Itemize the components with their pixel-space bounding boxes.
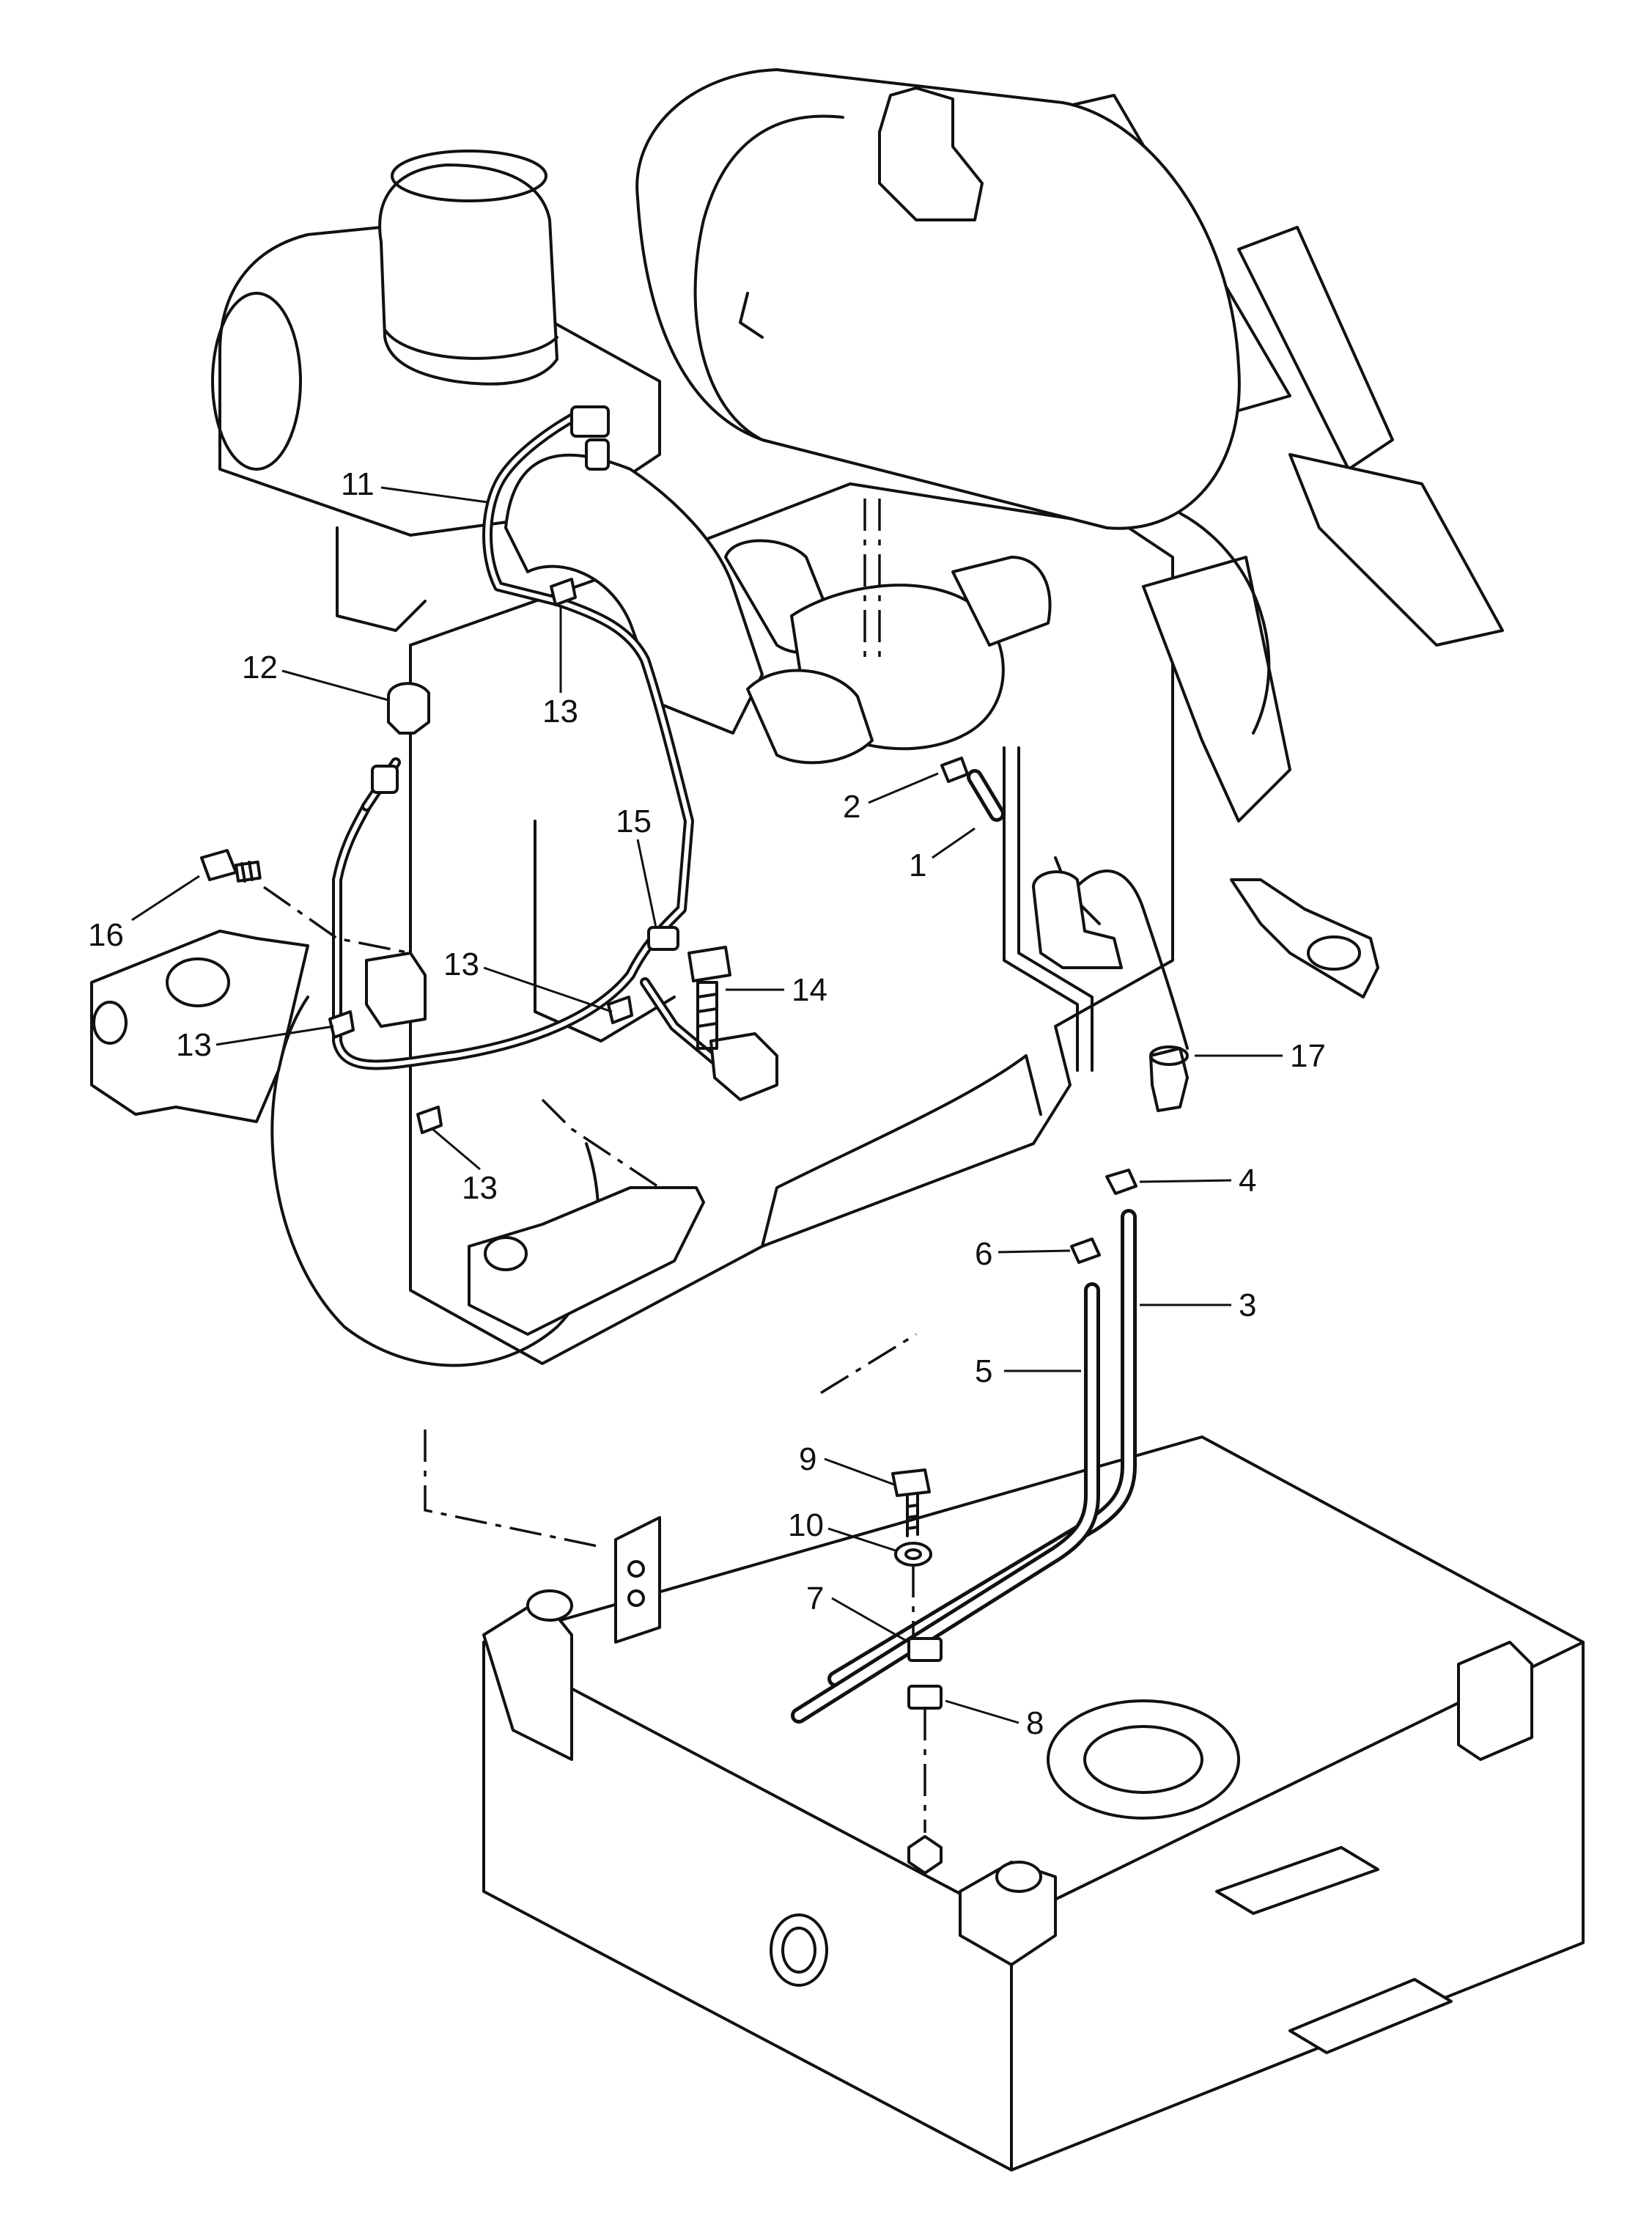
bolt-9: [891, 1468, 931, 1537]
callout-4: 4: [1239, 1163, 1256, 1199]
engine-mount-right: [1230, 878, 1379, 999]
tank-handle-1: [1215, 1846, 1379, 1915]
callout-labels: 1 2 3 4 5 6 7 8 9 10 11 12 13: [88, 466, 1326, 1741]
tank-body: [482, 1435, 1585, 2171]
callout-1: 1: [909, 847, 926, 883]
harness-clamp-13b: [607, 996, 633, 1024]
callout-14: 14: [792, 972, 827, 1008]
callout-6: 6: [975, 1236, 992, 1272]
bolt-16: [200, 849, 262, 883]
hose-clamp-7: [907, 1637, 943, 1662]
wiring-harness-11: [332, 405, 694, 1070]
hose-clamp-8: [907, 1685, 943, 1710]
sensor-12: [371, 682, 430, 794]
callout-3: 3: [1239, 1287, 1256, 1323]
engine-block: [409, 526, 1174, 1365]
oil-pan: [761, 1054, 1042, 1248]
engine-assembly: [90, 68, 1504, 1548]
harness-clamp-13a: [550, 578, 577, 606]
fitting-17: [1149, 1045, 1189, 1112]
bolt-14: [687, 946, 731, 1050]
harness-clamp-15: [647, 926, 679, 951]
callout-8: 8: [1026, 1705, 1044, 1741]
fuel-hose-5: [791, 1282, 1100, 1724]
elbow-fitting: [1032, 870, 1123, 969]
starter-connector: [365, 952, 778, 1101]
harness-clamp-13c: [328, 1010, 355, 1039]
callout-16: 16: [88, 917, 124, 953]
clamp-4: [1105, 1169, 1137, 1195]
callout-2: 2: [843, 789, 860, 825]
muffler: [635, 68, 1241, 530]
callout-17: 17: [1290, 1038, 1326, 1074]
filler-neck: [1047, 1699, 1240, 1820]
harness-clamp-13d: [416, 1106, 443, 1134]
engine-mount-left: [90, 930, 309, 1123]
callout-7: 7: [806, 1581, 824, 1617]
callout-15: 15: [616, 803, 652, 839]
callout-11: 11: [341, 466, 375, 502]
callout-10: 10: [788, 1507, 824, 1543]
callout-12: 12: [242, 650, 278, 685]
intake-piping: [504, 453, 1052, 765]
nut-under-clamp: [907, 1835, 943, 1875]
callout-13c: 13: [176, 1027, 212, 1063]
engine-mount-rear: [468, 1186, 705, 1336]
harness-connector-top: [570, 405, 610, 471]
washer-10: [894, 1542, 932, 1567]
callout-9: 9: [799, 1441, 816, 1477]
fuel-tank: [482, 1435, 1585, 2171]
clamp-2: [940, 757, 969, 783]
callout-13b: 13: [443, 946, 479, 982]
clamp-6: [1070, 1237, 1101, 1264]
callout-13d: 13: [462, 1170, 498, 1206]
callout-5: 5: [975, 1353, 992, 1389]
callout-13a: 13: [542, 694, 578, 729]
tank-handle-2: [1288, 1978, 1453, 2054]
